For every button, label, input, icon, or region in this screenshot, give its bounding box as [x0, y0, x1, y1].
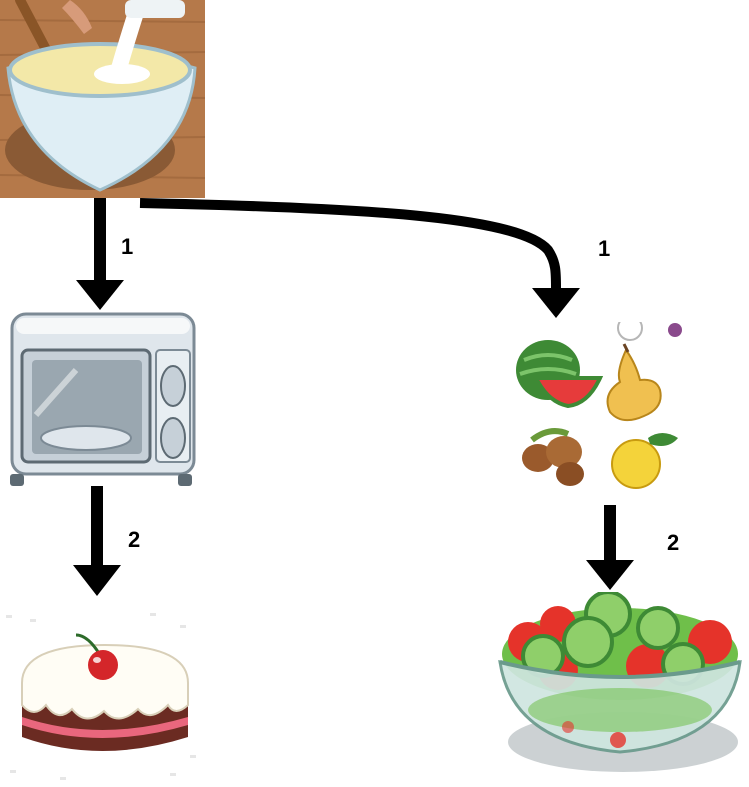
edge-label-bowl-microwave: 1 — [121, 234, 134, 259]
node-cake — [0, 605, 205, 787]
fruits-icon — [510, 322, 682, 494]
arrow-bowl-to-fruits — [139, 198, 580, 318]
arrow-fruits-to-salad — [586, 505, 634, 590]
arrow-bowl-to-microwave — [76, 198, 124, 310]
microwave-icon — [10, 312, 196, 486]
mixing-bowl-icon — [0, 0, 205, 198]
edge-label-fruits-salad: 2 — [667, 530, 680, 555]
edge-label-bowl-fruits: 1 — [598, 236, 611, 261]
cake-icon — [0, 605, 205, 787]
salad-bowl-icon — [498, 592, 742, 772]
node-mixing-bowl — [0, 0, 205, 198]
node-fruits — [510, 322, 682, 494]
arrow-microwave-to-cake — [73, 486, 121, 596]
edge-label-microwave-cake: 2 — [128, 527, 141, 552]
node-salad — [498, 592, 743, 777]
node-microwave — [6, 310, 198, 490]
